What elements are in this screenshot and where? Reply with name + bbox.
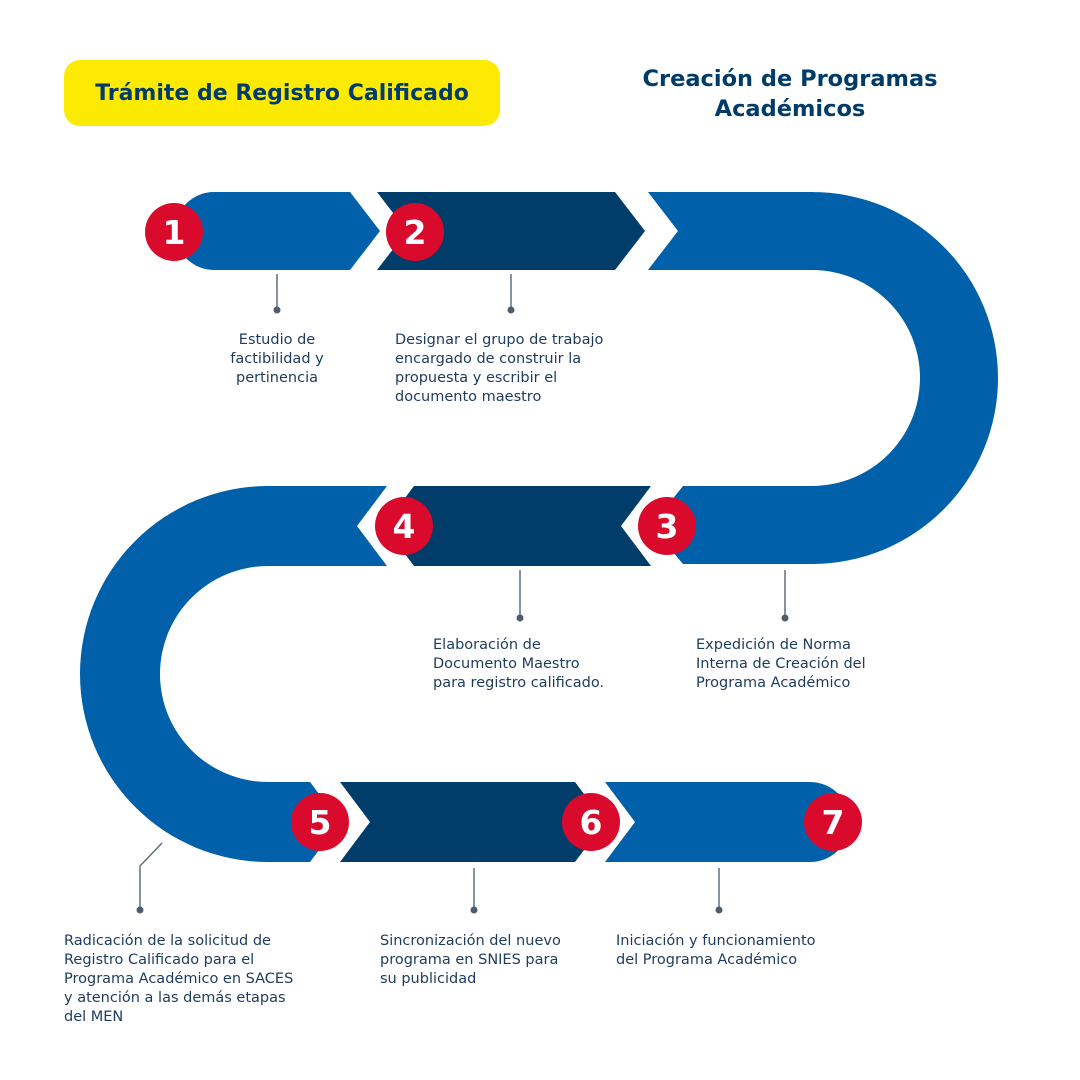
curve-segment-left [80,486,387,862]
step-number-6: 6 [580,803,603,842]
arrow-segment-5 [340,782,605,862]
step-badge-4 [375,497,433,555]
curve-segment-top [648,192,998,564]
connector-dot-5 [136,906,144,914]
step-description-5: Radicación de la solicitud de Registro C… [64,933,294,1025]
arrow-segment-2 [377,192,645,270]
step-badge-3 [638,497,696,555]
arrow-segment-6 [605,782,850,862]
step-badge-1 [145,203,203,261]
arrow-segment-1 [175,192,380,270]
step-number-4: 4 [393,507,416,546]
connector-dot-1 [273,306,281,314]
step-number-7: 7 [822,803,845,842]
arrow-segment-4 [384,486,651,566]
step-badge-7 [804,793,862,851]
step-description-1: Estudio de factibilidad y pertinencia [230,332,324,386]
step-badge-5 [291,793,349,851]
connector-dot-2 [507,306,515,314]
connector-dot-6 [470,906,478,914]
step-number-2: 2 [404,213,427,252]
process-badge-label: Trámite de Registro Calificado [95,80,469,106]
diagram-title: Creación de Programas Académicos [642,66,938,122]
step-description-7: Iniciación y funcionamiento del Programa… [616,933,816,968]
connector-dot-7 [715,906,723,914]
connector-dot-3 [781,614,789,622]
step-number-5: 5 [309,803,332,842]
step-badge-2 [386,203,444,261]
step-description-6: Sincronización del nuevo programa en SNI… [380,933,561,987]
step-number-3: 3 [656,507,679,546]
connector-5 [139,842,163,908]
step-badge-6 [562,793,620,851]
step-description-4: Elaboración de Documento Maestro para re… [433,637,605,691]
step-description-3: Expedición de Norma Interna de Creación … [696,637,866,691]
process-badge: Trámite de Registro Calificado [64,60,500,126]
connector-dot-4 [516,614,524,622]
step-description-2: Designar el grupo de trabajo encargado d… [395,332,604,405]
step-number-1: 1 [163,213,186,252]
